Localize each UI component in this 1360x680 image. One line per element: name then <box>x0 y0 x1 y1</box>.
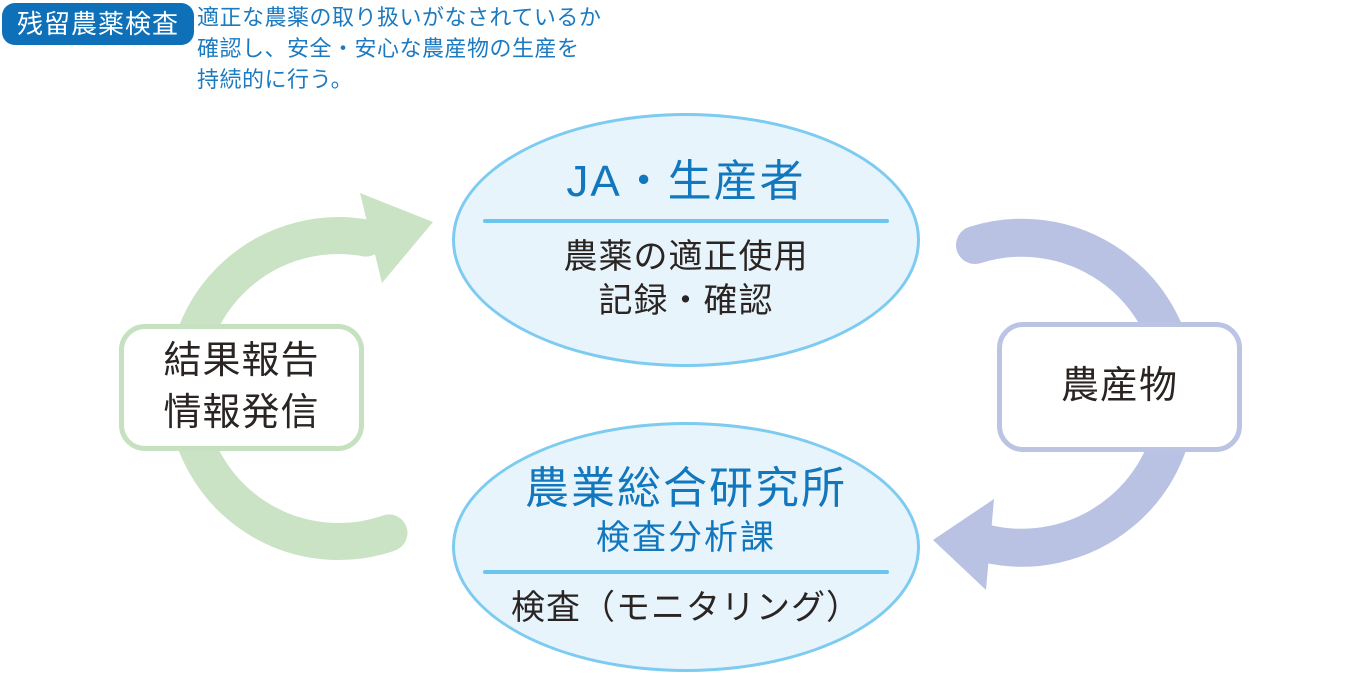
label-result-report: 結果報告 情報発信 <box>119 324 364 451</box>
node-ja-producer-body: 農薬の適正使用 記録・確認 <box>564 235 809 325</box>
divider-line <box>482 570 890 575</box>
divider-line <box>482 218 890 223</box>
node-ja-producer: JA・生産者 農薬の適正使用 記録・確認 <box>452 113 920 367</box>
body-line-1: 農薬の適正使用 <box>563 237 809 276</box>
description-line-1: 適正な農薬の取り扱いがなされているか <box>197 5 602 30</box>
body-line-2: 記録・確認 <box>598 282 774 321</box>
section-description: 適正な農薬の取り扱いがなされているか 確認し、安全・安心な農産物の生産を 持続的… <box>197 2 601 95</box>
node-institute-title-line-1: 農業総合研究所 <box>525 464 847 514</box>
node-institute-body: 検査（モニタリング） <box>511 589 861 628</box>
node-ja-producer-title: JA・生産者 <box>566 156 806 206</box>
node-research-institute: 農業総合研究所 検査分析課 検査（モニタリング） <box>452 422 920 672</box>
node-institute-title-line-2: 検査分析課 <box>596 518 776 557</box>
label-agricultural-products: 農産物 <box>997 322 1242 452</box>
report-arrow-head-icon <box>360 193 433 283</box>
label-line-1: 結果報告 <box>163 340 320 383</box>
section-badge: 残留農薬検査 <box>2 3 195 45</box>
produce-arrow-head-icon <box>933 499 994 590</box>
description-line-2: 確認し、安全・安心な農産物の生産を <box>197 36 580 61</box>
label-line-2: 情報発信 <box>163 391 320 434</box>
description-line-3: 持続的に行う。 <box>197 67 354 92</box>
label-line-1: 農産物 <box>1060 365 1178 408</box>
